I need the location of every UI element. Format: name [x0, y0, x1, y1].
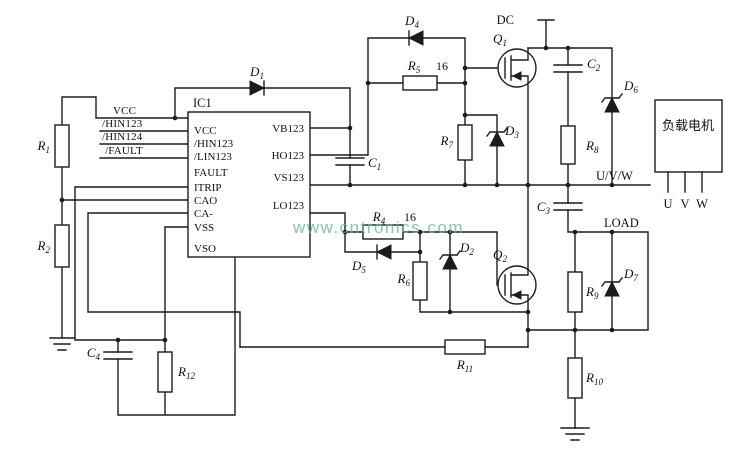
input-hin123: /HIN123 [102, 118, 143, 130]
label-D4: D4 [404, 13, 419, 30]
resistor-R2: R2 [37, 224, 70, 268]
pin-vcc: VCC [194, 125, 217, 137]
pin-vs123: VS123 [273, 172, 304, 184]
zener-diode-D3: D3 [486, 123, 519, 147]
pin-ca-minus: CA- [194, 208, 213, 220]
input-signal-labels: VCC /HIN123 /HIN124 /FAULT [102, 105, 143, 157]
label-terminal-v: V [680, 197, 689, 211]
zener-diode-D2: D2 [439, 240, 474, 270]
label-D3: D3 [504, 123, 519, 140]
label-Q2: Q2 [493, 247, 507, 264]
label-C2: C2 [587, 56, 601, 73]
capacitor-C4: C4 [87, 345, 133, 362]
motor-box: 负载电机 U V W [654, 99, 723, 211]
pin-ho123: HO123 [272, 150, 305, 162]
pin-vso: VSO [194, 243, 216, 255]
pin-hin123: /HIN123 [194, 138, 234, 150]
label-C1: C1 [368, 155, 381, 172]
resistor-R8: R8 [560, 125, 599, 165]
label-D1: D1 [249, 64, 264, 81]
resistor-R9: R9 [567, 271, 599, 313]
pin-vss: VSS [194, 222, 214, 234]
pin-lo123: LO123 [273, 200, 305, 212]
resistor-R12: R12 [157, 351, 195, 393]
pin-lin123: /LIN123 [194, 151, 232, 163]
resistor-R6: R6 [397, 261, 428, 301]
diode-D4: D4 [404, 13, 424, 46]
pin-fault: FAULT [194, 167, 228, 179]
input-vcc: VCC [113, 105, 136, 117]
resistor-R10: R10 [567, 357, 603, 399]
watermark: www.cntronics.com [292, 218, 464, 237]
junction-dots [59, 45, 615, 343]
label-R10: R10 [585, 370, 603, 387]
pin-itrip: ITRIP [194, 182, 222, 194]
input-fault: /FAULT [105, 145, 143, 157]
label-terminal-u: U [663, 197, 672, 211]
mosfet-Q1: Q1 [493, 31, 537, 186]
label-D7: D7 [623, 266, 638, 283]
label-R12: R12 [177, 364, 195, 381]
label-uvw: U/V/W [596, 169, 633, 183]
zener-diode-D7: D7 [601, 266, 638, 297]
label-motor: 负载电机 [662, 118, 714, 133]
label-D6: D6 [623, 78, 638, 95]
label-terminal-w: W [696, 197, 708, 211]
mosfet-Q2: Q2 [493, 184, 537, 348]
diode-D1: D1 [249, 64, 266, 96]
ground-symbol-right [560, 427, 590, 441]
label-ic1: IC1 [193, 96, 212, 110]
label-R8: R8 [585, 138, 599, 155]
pin-vb123: VB123 [272, 123, 304, 135]
label-R11: R11 [456, 357, 473, 374]
resistor-R4: R4 16 [362, 209, 416, 240]
label-R6: R6 [397, 271, 411, 288]
label-R5-value: 16 [436, 59, 448, 73]
label-R2: R2 [37, 238, 51, 255]
ic-IC1: IC1 VCC /HIN123 /LIN123 FAULT ITRIP CAO … [187, 96, 311, 258]
net-labels: DC U/V/W LOAD [497, 13, 639, 230]
label-dc: DC [497, 13, 514, 27]
label-Q1: Q1 [493, 31, 507, 48]
resistor-R5: R5 16 [402, 58, 448, 91]
label-R4: R4 [372, 209, 386, 226]
label-R7: R7 [440, 133, 454, 150]
label-R5: R5 [407, 58, 421, 75]
input-hin124: /HIN124 [102, 131, 143, 143]
zener-diode-D6: D6 [601, 78, 638, 113]
label-R4-value: 16 [404, 210, 416, 224]
capacitor-C3: C3 [537, 199, 583, 216]
resistor-R7: R7 [440, 124, 473, 161]
label-load: LOAD [604, 216, 639, 230]
capacitor-C1: C1 [335, 155, 381, 172]
label-R9: R9 [585, 284, 599, 301]
label-C3: C3 [537, 199, 551, 216]
label-R1: R1 [37, 138, 50, 155]
label-C4: C4 [87, 345, 101, 362]
diode-D5: D5 [351, 244, 392, 275]
ground-symbol-left [49, 337, 75, 351]
pin-cao: CAO [194, 195, 217, 207]
resistor-R1: R1 [37, 124, 70, 168]
resistor-R11: R11 [444, 339, 486, 374]
label-D2: D2 [459, 240, 474, 257]
capacitor-C2: C2 [553, 56, 601, 73]
label-D5: D5 [351, 258, 366, 275]
